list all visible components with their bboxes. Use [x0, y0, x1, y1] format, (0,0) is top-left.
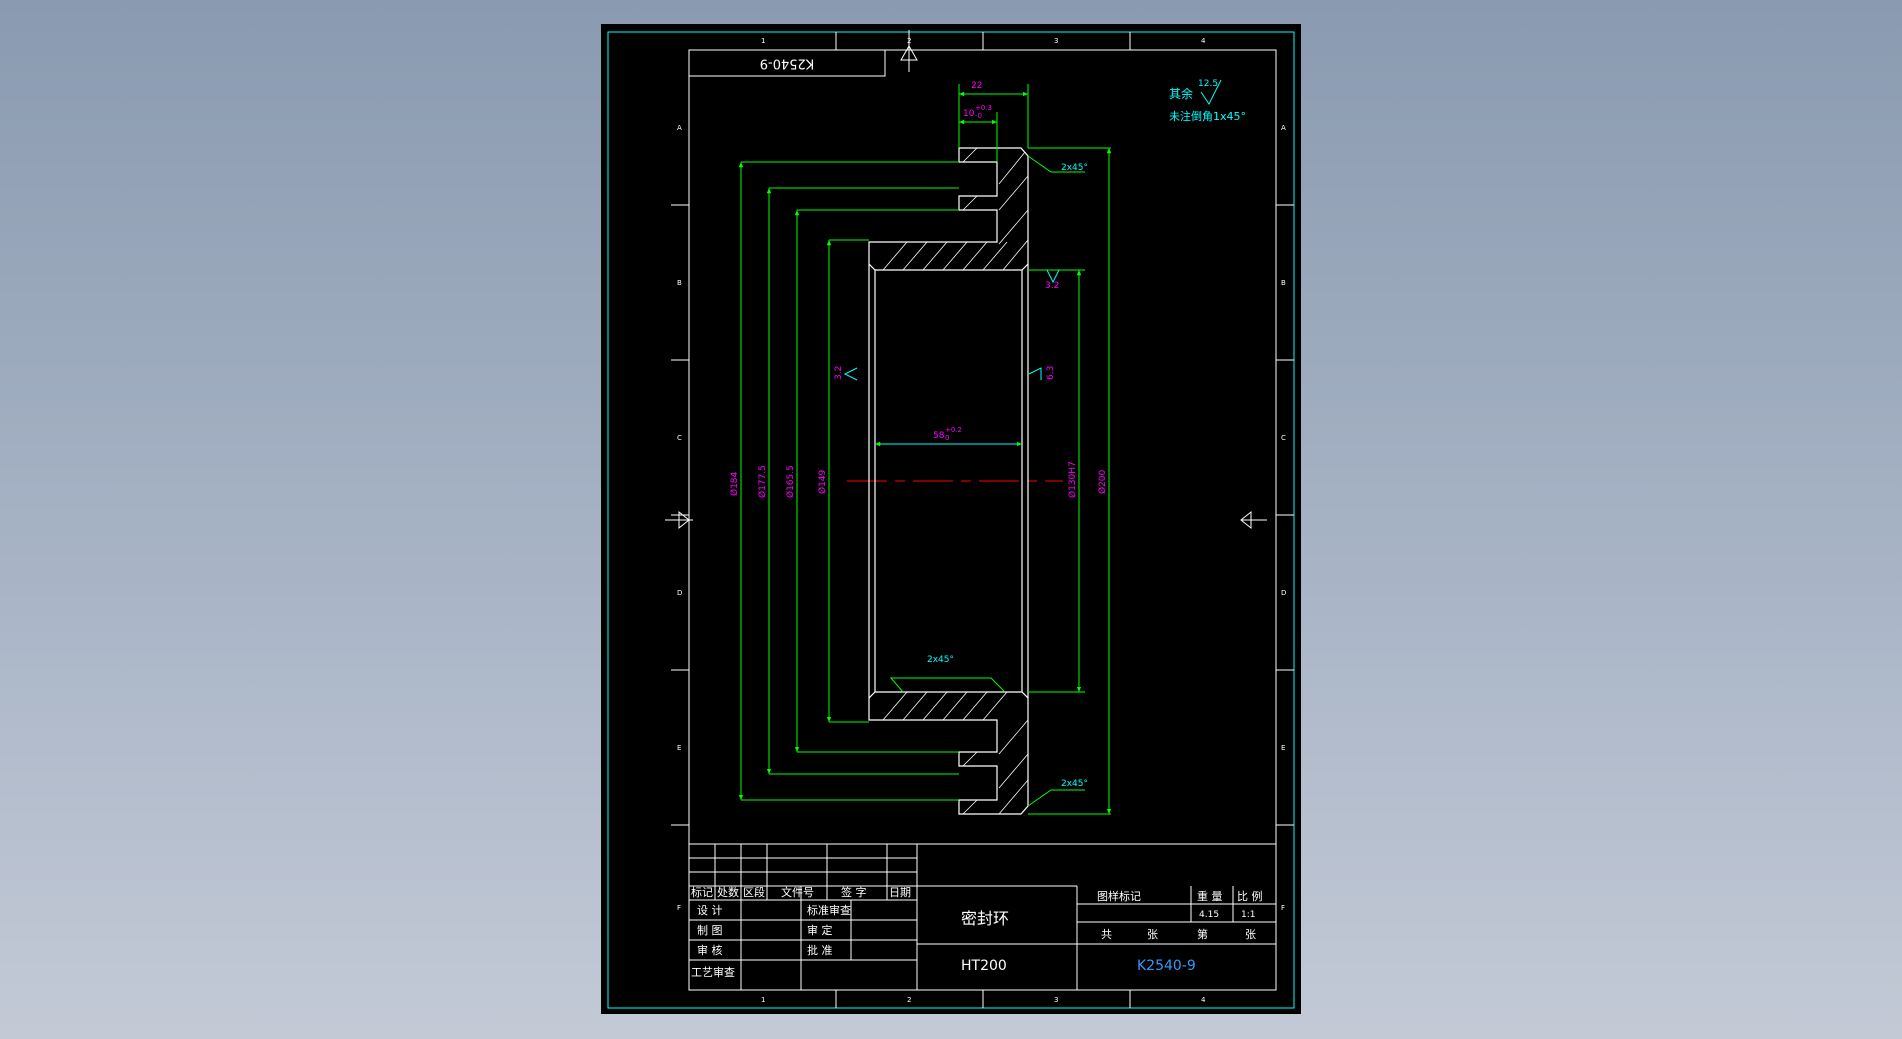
roughness-symbols	[843, 269, 1060, 381]
dim-top-width: 22	[971, 81, 982, 91]
dimension-lines	[738, 84, 1112, 815]
stage-label: 图样标记	[1097, 889, 1141, 903]
rev-header: 日期	[889, 886, 911, 899]
chamfer-labels: 2x45° 2x45° 2x45°	[927, 163, 1088, 789]
dimension-texts: 22 10 +0.3 -0 58 +0.2 0 Ø184 Ø177.5 Ø165…	[729, 81, 1108, 498]
zone-num: 3	[1054, 996, 1058, 1004]
rough-b: 3.2	[1045, 281, 1059, 291]
dim-bore-length: 58	[933, 431, 945, 441]
rev-header: 区段	[743, 885, 765, 899]
dim-d3: Ø165.5	[785, 465, 796, 498]
roughness-note-label: 其余	[1169, 86, 1193, 101]
chamfer-note: 未注倒角1x45°	[1169, 109, 1246, 123]
dim-groove-tol-lower: -0	[975, 112, 982, 120]
left-label: 制 图	[697, 924, 723, 937]
dim-groove-tol-upper: +0.3	[975, 104, 992, 112]
zone-letter: E	[1281, 744, 1285, 752]
zone-letter: F	[1281, 904, 1285, 912]
zone-letter: E	[677, 744, 681, 752]
left-label: 工艺审查	[691, 965, 735, 979]
zone-letter: C	[1281, 434, 1286, 442]
zone-letter: A	[1281, 124, 1286, 132]
zone-num: 2	[907, 996, 911, 1004]
chamfer-top: 2x45°	[1061, 163, 1088, 173]
title-block-text: 标记 处数 区段 文件号 签 字 日期 设 计 制 图 审 核 工艺审查 标准审…	[691, 885, 1263, 979]
rotated-number-box	[688, 49, 886, 77]
roughness-symbol	[1200, 79, 1222, 105]
title-block-lines	[689, 843, 1276, 990]
zone-letter: B	[677, 279, 682, 287]
dim-bore-tol-lower: 0	[945, 434, 949, 442]
weight-value: 4.15	[1199, 910, 1219, 920]
zone-letter: B	[1281, 279, 1286, 287]
zone-num: 1	[761, 996, 765, 1004]
rotated-drawing-number: K2540-9	[760, 56, 815, 71]
rev-header: 标记	[691, 885, 713, 899]
part-section-upper	[868, 147, 1029, 271]
weight-label: 重 量	[1197, 889, 1223, 903]
zone-letter: D	[1281, 589, 1286, 597]
left-label: 设 计	[697, 904, 723, 917]
zone-num: 3	[1054, 37, 1058, 45]
outer-border	[607, 31, 1295, 1009]
total-label: 共	[1101, 928, 1112, 941]
part-name: 密封环	[961, 909, 1009, 928]
rough-c: 6.3	[1046, 366, 1056, 380]
drawing-number: K2540-9	[1137, 958, 1196, 974]
part-section-lower	[868, 691, 1029, 815]
roughness-note-value: 12.5	[1198, 79, 1218, 89]
rev-header: 文件号	[781, 885, 814, 899]
left-label: 审 核	[697, 943, 723, 957]
rough-a: 3.2	[834, 366, 844, 380]
sheet-unit: 张	[1245, 928, 1256, 941]
zone-letter: F	[677, 904, 681, 912]
zone-num: 1	[761, 37, 765, 45]
cad-drawing: 1 2 3 4 1 2 3 4 A B C D E F A B C D E F	[607, 30, 1295, 1009]
mid-label: 审 定	[807, 923, 833, 937]
drawing-sheet: 1 2 3 4 1 2 3 4 A B C D E F A B C D E F	[601, 24, 1301, 1014]
rev-header: 签 字	[841, 885, 867, 899]
mid-label: 批 准	[807, 943, 833, 957]
zone-labels: 1 2 3 4 1 2 3 4 A B C D E F A B C D E F	[677, 37, 1286, 1004]
zone-letter: A	[677, 124, 682, 132]
section-hatching	[882, 147, 1029, 815]
zone-num: 4	[1201, 996, 1206, 1004]
scale-value: 1:1	[1241, 910, 1255, 920]
centering-marks	[665, 30, 1267, 530]
dim-d6: Ø200	[1097, 469, 1108, 494]
dim-bore-tol-upper: +0.2	[945, 426, 962, 434]
scale-label: 比 例	[1237, 889, 1263, 903]
material: HT200	[961, 958, 1007, 974]
dim-d1: Ø184	[729, 471, 740, 496]
inner-border	[688, 49, 1277, 991]
dim-d5: Ø130H7	[1067, 461, 1078, 498]
dim-groove-width: 10	[963, 109, 975, 119]
zone-num: 4	[1201, 37, 1206, 45]
mid-label: 标准审查	[807, 903, 851, 917]
dim-d4: Ø149	[817, 469, 828, 494]
zone-letter: D	[677, 589, 682, 597]
chamfer-inner: 2x45°	[927, 655, 954, 665]
zone-letter: C	[677, 434, 682, 442]
rev-header: 处数	[717, 886, 739, 899]
zone-ticks	[671, 32, 1294, 1008]
sheet-unit: 张	[1147, 928, 1158, 941]
bore-lines	[868, 264, 1029, 698]
chamfer-bottom: 2x45°	[1061, 779, 1088, 789]
sheet-no-label: 第	[1197, 927, 1208, 941]
dim-d2: Ø177.5	[757, 465, 768, 498]
